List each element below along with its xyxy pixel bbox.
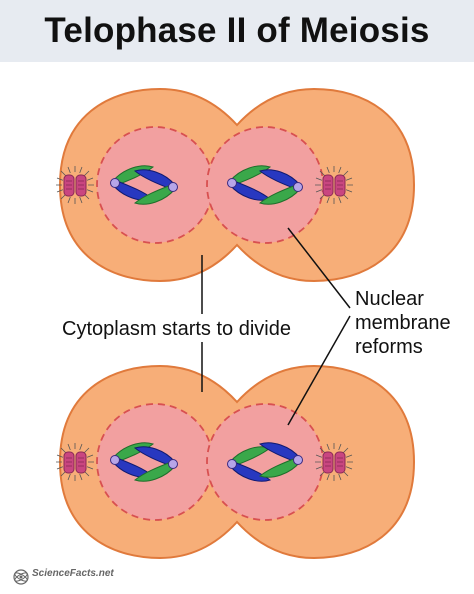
- nuclear-membrane-label: Nuclear membrane reforms: [355, 287, 451, 359]
- top-right-centriole: [314, 165, 354, 205]
- logo-icon: [13, 569, 29, 585]
- bottom-cell: [55, 365, 415, 559]
- nuclear-leader-top: [287, 227, 351, 309]
- bottom-right-centriole: [314, 442, 354, 482]
- bottom-left-centriole: [55, 442, 95, 482]
- cytoplasm-label: Cytoplasm starts to divide: [59, 317, 294, 341]
- nuclear-label-line-1: Nuclear: [355, 288, 424, 310]
- nuclear-label-line-2: membrane: [355, 312, 451, 334]
- nuclear-leader-bottom: [287, 315, 351, 426]
- nuclear-label-line-3: reforms: [355, 336, 423, 358]
- top-cell: [55, 88, 415, 282]
- logo-text: ScienceFacts.net: [32, 568, 114, 579]
- page-title: Telophase II of Meiosis: [44, 11, 430, 50]
- top-left-centriole: [55, 165, 95, 205]
- title-bar: [0, 0, 474, 62]
